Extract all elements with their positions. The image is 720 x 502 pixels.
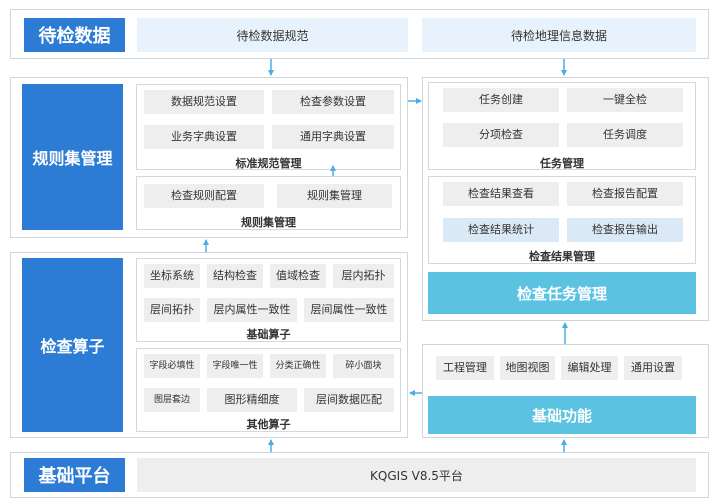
standard-spec-box: 待检数据规范	[137, 18, 408, 52]
pill-field-unique: 字段唯一性	[207, 354, 263, 378]
operators-label: 检查算子	[22, 258, 123, 432]
pill-layer-edge-match: 图层套边	[144, 388, 200, 412]
pill-project-management: 工程管理	[436, 356, 494, 380]
pill-small-polygon: 碎小面块	[333, 354, 394, 378]
pill-result-view: 检查结果查看	[443, 182, 559, 206]
ruleset-group-caption: 规则集管理	[241, 216, 296, 229]
basic-functions-label: 基础功能	[428, 396, 696, 434]
pill-ruleset-management: 规则集管理	[277, 184, 392, 208]
rules-label: 规则集管理	[22, 84, 123, 230]
other-operators-caption: 其他算子	[246, 418, 291, 431]
platform-label: 基础平台	[24, 458, 125, 492]
pill-check-rule-config: 检查规则配置	[144, 184, 264, 208]
pill-inter-layer-attr-consistency: 层间属性一致性	[304, 298, 394, 322]
pill-coordinate-system: 坐标系统	[144, 264, 200, 288]
pill-business-dict-setting: 业务字典设置	[144, 125, 264, 149]
pill-domain-check: 值域检查	[270, 264, 326, 288]
task-group-caption: 任务管理	[540, 157, 584, 170]
pill-itemized-check: 分项检查	[443, 123, 559, 147]
pill-common-dict-setting: 通用字典设置	[272, 125, 394, 149]
pill-common-settings: 通用设置	[624, 356, 682, 380]
pill-graphic-precision: 图形精细度	[207, 388, 297, 412]
pill-report-config: 检查报告配置	[567, 182, 683, 206]
tasks-label: 检查任务管理	[428, 272, 696, 314]
pill-one-click-check: 一键全检	[567, 88, 683, 112]
pill-check-param-setting: 检查参数设置	[272, 90, 394, 114]
pill-field-required: 字段必填性	[144, 354, 200, 378]
pill-map-view: 地图视图	[500, 356, 555, 380]
pill-inter-layer-data-match: 层间数据匹配	[304, 388, 394, 412]
pill-report-output: 检查报告输出	[567, 218, 683, 242]
geo-data-box: 待检地理信息数据	[422, 18, 696, 52]
pill-intra-layer-topology: 层内拓扑	[333, 264, 394, 288]
basic-operators-caption: 基础算子	[246, 328, 291, 341]
pill-edit-processing: 编辑处理	[561, 356, 618, 380]
result-group-caption: 检查结果管理	[529, 250, 595, 263]
pill-classification-correct: 分类正确性	[270, 354, 326, 378]
pill-task-create: 任务创建	[443, 88, 559, 112]
platform-name-box: KQGIS V8.5平台	[137, 458, 696, 492]
pill-intra-layer-attr-consistency: 层内属性一致性	[207, 298, 297, 322]
pill-task-scheduling: 任务调度	[567, 123, 683, 147]
pill-inter-layer-topology: 层间拓扑	[144, 298, 200, 322]
pill-result-statistics: 检查结果统计	[443, 218, 559, 242]
top-data-label: 待检数据	[24, 18, 125, 52]
standard-group-caption: 标准规范管理	[235, 157, 302, 170]
pill-data-spec-setting: 数据规范设置	[144, 90, 264, 114]
pill-structure-check: 结构检查	[207, 264, 263, 288]
